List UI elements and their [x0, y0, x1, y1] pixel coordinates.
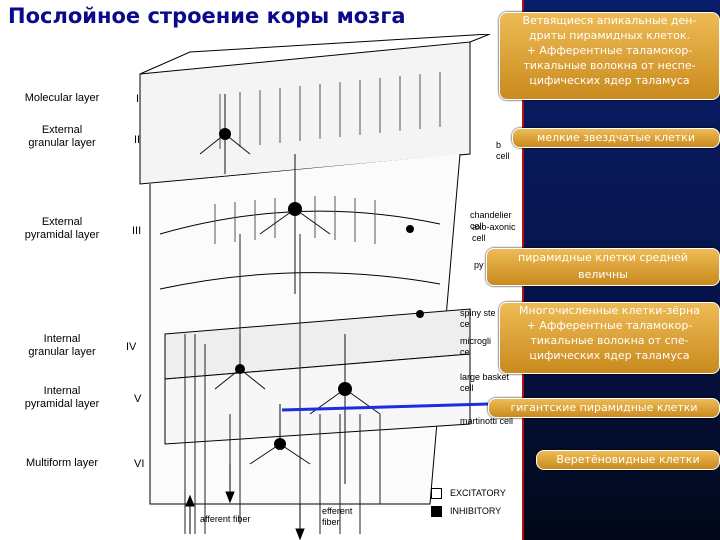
- cell-label-efferent-fiber: efferent fiber: [322, 506, 353, 527]
- layer-roman-ii: II: [134, 134, 141, 146]
- cell-label-afferent-fiber: afferent fiber: [200, 514, 251, 524]
- cell-label-microglia: microgli ce: [460, 336, 492, 357]
- legend-excitatory-label: EXCITATORY: [450, 488, 506, 498]
- pointer-line: [281, 402, 489, 412]
- layer-label-external-granular: External granular layer: [28, 124, 96, 149]
- cell-label-spiny-stellate: spiny ste ce: [460, 308, 496, 329]
- layer-label-internal-pyramidal: Internal pyramidal layer: [24, 385, 100, 410]
- legend-excitatory-swatch: [431, 488, 442, 499]
- cell-label-basket: b cell: [496, 140, 510, 161]
- slide-title: Послойное строение коры мозга: [0, 0, 500, 32]
- callout-apical-dendrites: Ветвящиеся апикальные ден- дриты пирамид…: [499, 12, 720, 100]
- layer-roman-i: I: [136, 93, 140, 105]
- callout-fusiform: Веретёновидные клетки: [536, 450, 720, 470]
- cell-label-large-basket: large basket cell: [460, 372, 510, 393]
- legend-inhibitory-swatch: [431, 506, 442, 517]
- cell-label-axo-axonic: axo-axonic cell: [472, 222, 516, 243]
- callout-medium-pyramidal: пирамидные клетки средней величны: [486, 248, 720, 286]
- callout-granule-cells: Многочисленные клетки-зёрна + Афферентны…: [499, 302, 720, 374]
- layer-label-external-pyramidal: External pyramidal layer: [24, 216, 100, 241]
- layer-label-multiform: Multiform layer: [25, 457, 99, 469]
- cell-label-martinotti: martinotti cell: [460, 416, 514, 426]
- layer-roman-vi: VI: [134, 458, 145, 470]
- callout-giant-pyramidal: гигантские пирамидные клетки: [488, 398, 720, 418]
- layer-label-molecular: Molecular layer: [24, 92, 100, 104]
- cortex-illustration: [139, 34, 491, 540]
- callout-small-stellate: мелкие звездчатые клетки: [512, 128, 720, 148]
- cell-label-pyramidal: py: [474, 260, 484, 270]
- legend-inhibitory-label: INHIBITORY: [450, 506, 502, 516]
- layer-roman-iii: III: [132, 225, 142, 237]
- layer-roman-v: V: [134, 393, 142, 405]
- cell-label-chandelier: chandelier cell: [470, 210, 512, 231]
- layer-label-internal-granular: Internal granular layer: [28, 333, 96, 358]
- layer-roman-iv: IV: [126, 341, 137, 353]
